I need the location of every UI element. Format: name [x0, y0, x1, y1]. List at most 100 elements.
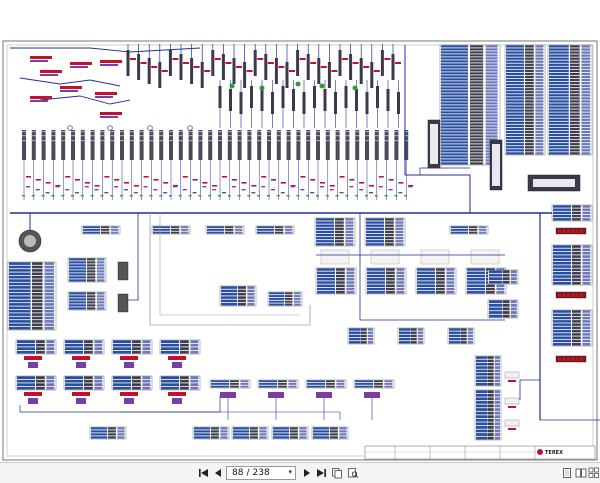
table-cell [525, 81, 534, 85]
table-cell [446, 281, 455, 284]
connector-housing [320, 249, 350, 265]
wire-label [374, 195, 378, 197]
table-cell [269, 303, 285, 306]
table-cell [470, 114, 484, 117]
table-cell [553, 336, 571, 339]
table-cell [451, 226, 469, 229]
table-cell [572, 281, 581, 285]
table-cell [476, 426, 488, 429]
table-cell [451, 228, 469, 231]
page-number-field[interactable]: 88 / 238 ▾ [226, 466, 296, 480]
connector-pin [296, 135, 301, 137]
table-cell [441, 150, 468, 153]
connector-pin [100, 135, 105, 137]
table-cell [436, 274, 445, 278]
connector [323, 89, 327, 111]
table-cell [476, 382, 488, 386]
table-cell [441, 72, 468, 75]
search-button[interactable] [346, 466, 360, 480]
table-cell [211, 385, 229, 388]
table-cell [525, 72, 534, 76]
connector-pin [374, 140, 379, 142]
connector-housing [504, 419, 520, 427]
table-cell [553, 320, 571, 323]
table-cell [336, 274, 345, 278]
table-cell [9, 313, 31, 316]
table-cell [506, 115, 524, 118]
wire-label [384, 58, 391, 60]
table-cell [330, 436, 338, 439]
wire-label [100, 60, 122, 63]
table-cell [221, 296, 238, 299]
single-page-view-button[interactable] [560, 466, 574, 480]
table-cell [94, 379, 103, 383]
table-cell [44, 303, 55, 306]
table-cell [525, 146, 534, 149]
connector [218, 86, 222, 108]
wire-label [247, 195, 251, 197]
table-cell [96, 292, 105, 295]
table-cell [336, 287, 345, 291]
table-cell [553, 313, 571, 317]
table-cell [485, 138, 498, 141]
table-cell [220, 427, 228, 430]
table-cell [525, 88, 534, 91]
table-cell [101, 231, 110, 234]
table-cell [525, 118, 534, 121]
document-viewer[interactable]: TEREX [0, 0, 600, 462]
connector [384, 130, 389, 160]
wire-label [280, 192, 285, 194]
chevron-down-icon[interactable]: ▾ [288, 468, 292, 476]
harness-wire [19, 77, 121, 87]
table-cell [478, 226, 487, 229]
table-cell [110, 226, 119, 229]
table-cell [284, 231, 293, 234]
table-cell [132, 386, 141, 390]
copy-button[interactable] [330, 466, 344, 480]
first-page-button[interactable] [197, 466, 211, 480]
table-cell [570, 127, 580, 131]
connector [338, 50, 342, 76]
table-cell [374, 380, 383, 383]
table-cell [46, 343, 55, 347]
wire-label [30, 60, 48, 62]
table-cell [113, 347, 131, 350]
last-page-button[interactable] [314, 466, 328, 480]
table-cell [32, 320, 43, 323]
connector-pin [139, 131, 144, 133]
table-cell [275, 231, 284, 234]
prev-page-button[interactable] [211, 466, 225, 480]
wire-label [110, 195, 114, 197]
table-cell [470, 162, 484, 165]
wire-label [300, 189, 305, 191]
table-cell [467, 274, 485, 278]
connector-pin [169, 135, 173, 137]
table-cell [467, 337, 473, 341]
table-cell [290, 427, 298, 430]
next-page-button[interactable] [300, 466, 314, 480]
table-cell [69, 273, 87, 276]
table-cell [581, 54, 591, 57]
connector [274, 58, 278, 84]
table-cell [386, 281, 395, 284]
table-cell [44, 272, 55, 276]
wire-label [271, 189, 275, 191]
table-cell [535, 109, 544, 112]
connector [316, 130, 320, 160]
table-cell [225, 231, 234, 234]
table-cell [441, 153, 468, 156]
connector-pin [169, 140, 173, 142]
two-page-view-button[interactable] [574, 466, 588, 480]
wire-label [278, 66, 285, 68]
table-cell [494, 376, 500, 379]
table-cell [17, 386, 35, 390]
thumbnail-view-button[interactable] [588, 466, 600, 480]
table-cell [476, 401, 488, 404]
table-cell [525, 127, 534, 131]
table-cell [570, 149, 580, 152]
relay-pin [562, 229, 565, 233]
connector [334, 92, 337, 114]
wire-label [40, 74, 58, 76]
connector-icon [268, 392, 284, 398]
wire-label [388, 189, 393, 191]
